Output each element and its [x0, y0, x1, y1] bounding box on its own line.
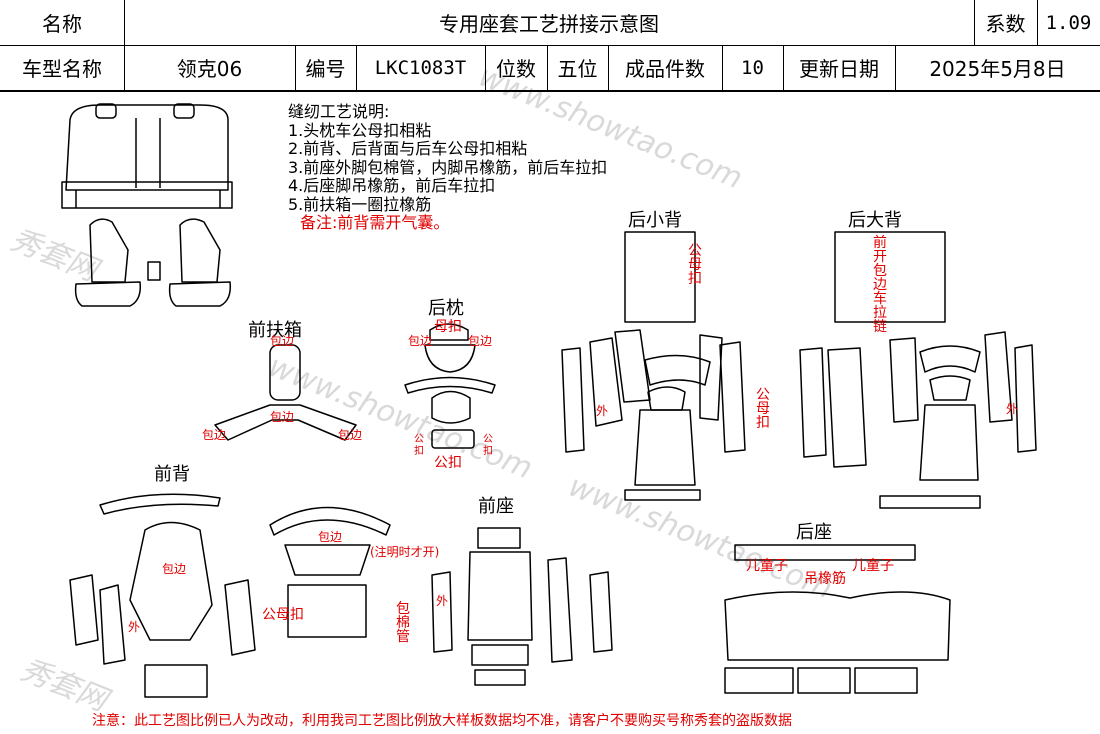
- rear-seat-pieces: [724, 544, 951, 694]
- name-label: 名称: [42, 12, 82, 36]
- rear-large-back-pieces: [799, 231, 1037, 509]
- code-label: 编号: [305, 57, 346, 81]
- sewing-notes: 缝纫工艺说明: 1.头枕车公母扣相粘 2.前背、后背面与后车公母扣相粘 3.前座…: [288, 102, 608, 233]
- section-rear-headrest: 后枕: [428, 298, 464, 319]
- annotation-binding: 包边: [270, 410, 295, 424]
- notes-item: 2.前背、后背面与后车公母扣相粘: [288, 139, 528, 158]
- page-title: 专用座套工艺拼接示意图: [439, 12, 659, 36]
- annotation-wrap-tube: 包棉管: [396, 601, 410, 645]
- notes-title: 缝纫工艺说明:: [288, 102, 390, 121]
- annotation-male-female-snap: 公母扣: [262, 607, 304, 623]
- annotation-binding: 包边: [408, 334, 433, 348]
- notes-remark: 备注:前背需开气囊。: [300, 213, 450, 232]
- rear-bench-overview: [61, 103, 233, 209]
- annotation-outer: 外: [436, 594, 449, 608]
- annotation-female-snap: 母扣: [434, 319, 462, 335]
- notes-item: 1.头枕车公母扣相粘: [288, 120, 432, 140]
- front-seats-overview: [74, 218, 232, 307]
- seats-label: 位数: [496, 57, 536, 81]
- update-label: 更新日期: [799, 57, 879, 81]
- code-value: LKC1083T: [374, 56, 467, 79]
- section-rear-large-back: 后大背: [848, 210, 902, 231]
- car-model-value: 领克06: [176, 57, 243, 81]
- notes-item: 4.后座脚吊橡筋，前后车拉扣: [288, 176, 496, 195]
- annotation-front-open-zip: 前开包边车拉链: [873, 235, 887, 335]
- annotation-small-snap: 扣: [483, 446, 493, 457]
- section-rear-small-back: 后小背: [628, 210, 682, 231]
- seats-value: 五位: [557, 57, 598, 81]
- front-armrest-pieces: [214, 344, 357, 441]
- annotation-binding: 包边: [468, 334, 493, 348]
- annotation-binding: 包边: [318, 530, 343, 544]
- annotation-hang-elastic: 吊橡筋: [804, 571, 846, 587]
- rear-small-back-pieces: [561, 231, 746, 501]
- annotation-male-female-snap: 公母扣: [688, 243, 702, 287]
- pieces-label: 成品件数: [625, 57, 705, 81]
- annotation-binding: 包边: [162, 562, 187, 576]
- annotation-male-female-snap: 公母扣: [756, 387, 770, 431]
- annotation-child-seat: 儿童子: [852, 558, 894, 574]
- section-front-back: 前背: [154, 464, 190, 485]
- annotation-binding: 包边: [338, 428, 363, 442]
- notes-item: 5.前扶箱一圈拉橡筋: [288, 194, 432, 214]
- annotation-outer: 外: [1006, 402, 1019, 416]
- front-seat-pieces: [431, 527, 613, 686]
- update-value: 2025年5月8日: [929, 57, 1066, 81]
- header-table: 名称 专用座套工艺拼接示意图 系数 1.09 车型名称 领克06 编号 LKC1…: [0, 0, 1100, 92]
- annotation-male-snap: 公扣: [434, 455, 462, 471]
- pieces-value: 10: [741, 56, 764, 79]
- annotation-small-male: 公: [483, 434, 493, 445]
- coef-value: 1.09: [1045, 11, 1092, 34]
- annotation-airbag-note: (注明时才开): [370, 545, 440, 559]
- annotation-child-seat: 儿童子: [746, 558, 788, 574]
- section-front-seat: 前座: [478, 496, 514, 517]
- annotation-outer: 外: [596, 404, 609, 418]
- section-front-armrest: 前扶箱: [248, 320, 302, 341]
- notes-item: 3.前座外脚包棉管，内脚吊橡筋，前后车拉扣: [288, 157, 608, 177]
- front-back-pieces: [69, 493, 391, 698]
- footer-warning: 注意：此工艺图比例已人为改动，利用我司工艺图比例放大样板数据均不准，请客户不要购…: [92, 713, 792, 729]
- coef-label: 系数: [985, 12, 1026, 36]
- car-model-label: 车型名称: [22, 57, 102, 81]
- rear-headrest-pieces: [404, 323, 496, 449]
- annotation-binding: 包边: [270, 334, 295, 348]
- annotation-binding: 包边: [202, 428, 227, 442]
- annotation-outer: 外: [128, 620, 141, 634]
- annotation-small-male: 公: [414, 434, 424, 445]
- section-rear-seat: 后座: [796, 522, 832, 543]
- annotation-small-snap: 扣: [414, 446, 424, 457]
